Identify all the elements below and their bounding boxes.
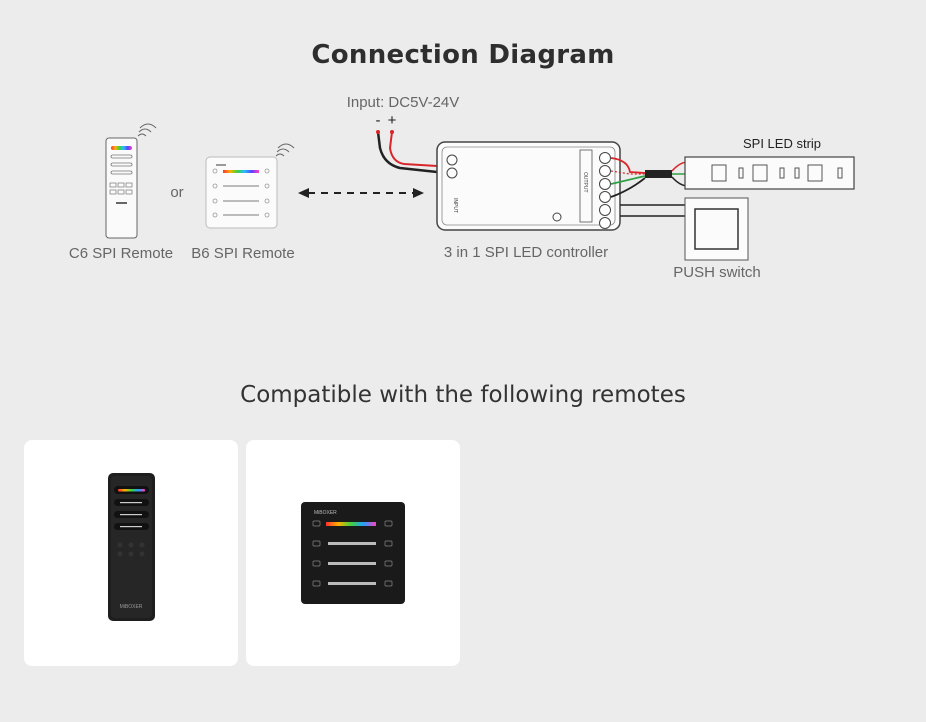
strip-label: SPI LED strip (743, 136, 821, 151)
c6-remote-photo: MiBOXER (108, 473, 155, 621)
b6-remote-label: B6 SPI Remote (191, 245, 294, 262)
compatible-remotes-title: Compatible with the following remotes (240, 382, 686, 408)
b6-brand-text: MiBOXER (314, 510, 337, 516)
c6-remote-label: C6 SPI Remote (69, 245, 173, 262)
controller-output-text: OUTPUT (582, 172, 588, 193)
page-title: Connection Diagram (311, 40, 615, 70)
c6-remote-card[interactable]: MiBOXER (24, 440, 238, 666)
b6-panel-illustration (205, 143, 295, 229)
led-strip-illustration (684, 156, 855, 190)
strip-wires (610, 157, 689, 198)
polarity-minus: - (376, 112, 381, 129)
push-switch-illustration (620, 197, 749, 261)
polarity-plus: + (388, 112, 397, 129)
or-label: or (170, 184, 183, 201)
input-voltage-label: Input: DC5V-24V (347, 94, 460, 111)
wireless-link-arrow (298, 188, 424, 198)
c6-brand-text: MiBOXER (120, 604, 143, 610)
spi-controller-illustration: INPUT OUTPUT (436, 141, 621, 231)
b6-remote-photo: MiBOXER (301, 502, 405, 604)
controller-label: 3 in 1 SPI LED controller (444, 244, 608, 261)
b6-remote-card[interactable]: MiBOXER (246, 440, 460, 666)
connection-diagram: or C6 SPI Remote B6 SPI Remote Input: DC… (69, 94, 855, 281)
power-input-wires (376, 130, 438, 174)
push-switch-label: PUSH switch (673, 264, 761, 281)
c6-remote-illustration (105, 123, 157, 239)
controller-input-text: INPUT (452, 198, 458, 213)
